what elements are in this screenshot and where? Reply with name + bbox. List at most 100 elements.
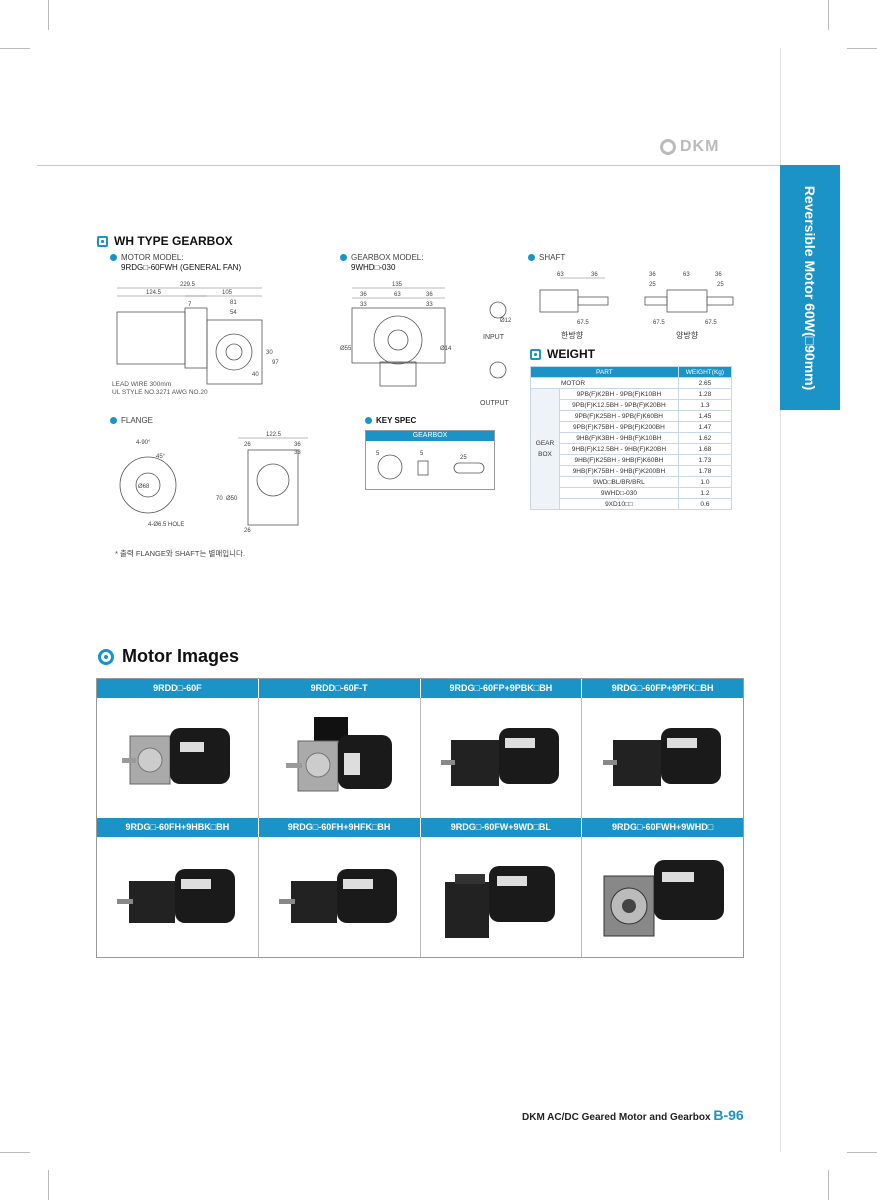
flange-label: FLANGE <box>110 416 153 426</box>
weight-cell: 1.73 <box>677 454 733 466</box>
dim-motor-d7: 40 <box>252 372 259 378</box>
dim-gb-f: Ø55 <box>340 346 352 352</box>
dim-shaft-b: 36 <box>591 272 598 278</box>
motor-images-grid: 9RDD□-60F 9RDD□-60F-T 9RDG□-60FP+9PBK□BH… <box>96 678 744 958</box>
motor-photo <box>602 728 721 786</box>
weight-cell: 1.28 <box>677 388 733 400</box>
dim-shaft-c: 67.5 <box>577 320 589 326</box>
motor-image <box>97 698 259 818</box>
dim-flange-hole: 4-Ø6.5 HOLE <box>148 522 184 528</box>
logo-icon <box>660 139 676 155</box>
lead-wire-line2: UL STYLE NO.3271 AWG NO.20 <box>112 389 208 396</box>
dim-motor-d6: 30 <box>266 350 273 356</box>
crop-mark <box>0 48 30 49</box>
dim-key-c: 25 <box>460 455 467 461</box>
dim-shaft-e: 63 <box>683 272 690 278</box>
footer-text: DKM AC/DC Geared Motor and Gearbox <box>522 1112 711 1123</box>
dim-flange-pcd: Ø68 <box>138 484 150 490</box>
weight-cell: 1.3 <box>677 399 733 411</box>
motor-weight: 2.65 <box>677 377 733 389</box>
crop-mark <box>847 48 877 49</box>
section-icon <box>97 235 108 247</box>
part-cell: 9HB(F)K3BH - 9HB(F)K10BH <box>559 432 679 444</box>
dim-shaft-g: 25 <box>649 282 656 288</box>
crop-mark <box>828 1170 829 1200</box>
dim-motor-d1: 124.5 <box>146 290 162 296</box>
page-footer: DKM AC/DC Geared Motor and Gearbox B-96 <box>522 1107 744 1123</box>
dim-flange-ang1: 4-90° <box>136 440 151 446</box>
gearbox-label-1: GEAR <box>535 440 555 447</box>
dim-gb-e: 33 <box>426 302 433 308</box>
input-label: INPUT <box>483 334 504 341</box>
col-weight: WEIGHT(Kg) <box>677 366 733 378</box>
motor-photo <box>286 717 393 792</box>
lead-wire-note: LEAD WIRE 300mm UL STYLE NO.3271 AWG NO.… <box>112 381 208 397</box>
motor-images-title: Motor Images <box>98 646 239 667</box>
bullet-icon <box>110 417 117 424</box>
motor-image <box>582 698 743 818</box>
lead-wire-line1: LEAD WIRE 300mm <box>112 381 172 388</box>
dim-motor-d4: 54 <box>230 310 237 316</box>
part-cell: 9HB(F)K12.5BH - 9HB(F)K20BH <box>559 443 679 455</box>
dim-shaft-h: 25 <box>717 282 724 288</box>
header-rule <box>37 165 780 166</box>
motor-photo <box>122 728 231 785</box>
dim-motor-d8: 97 <box>272 360 279 366</box>
motor-photo <box>117 869 236 923</box>
weight-cell: 1.0 <box>677 476 733 488</box>
dim-shaft-j: 67.5 <box>705 320 717 326</box>
weight-table: PART WEIGHT(Kg) MOTOR 2.65 GEAR BOX 9PB(F… <box>530 366 733 510</box>
part-cell: 9WHD□-030 <box>559 487 679 499</box>
crop-mark <box>0 1152 30 1153</box>
side-tab: Reversible Motor 60W(□90mm) <box>780 165 840 410</box>
wh-section-title: WH TYPE GEARBOX <box>97 234 233 248</box>
dim-shaft-i: 67.5 <box>653 320 665 326</box>
model-label: 9RDG□-60FWH+9WHD□ <box>582 818 743 837</box>
weight-cell: 1.68 <box>677 443 733 455</box>
model-label: 9RDG□-60FP+9PFK□BH <box>582 679 743 698</box>
shaft-label: SHAFT <box>528 253 565 263</box>
dim-gb-w: 135 <box>392 282 403 288</box>
table-row: MOTOR 2.65 <box>530 377 733 389</box>
brand-logo: DKM <box>660 138 719 156</box>
part-cell: 9PB(F)K12.5BH - 9PB(F)K20BH <box>559 399 679 411</box>
dim-flange-ang2: 45° <box>156 454 166 460</box>
motor-photo <box>440 728 559 786</box>
part-cell: 9WD□BL/BR/BRL <box>559 476 679 488</box>
dim-shaft-k: Ø12 <box>500 318 512 324</box>
shaft-one-side-label: 한방향 <box>561 331 584 340</box>
motor-image <box>420 837 583 957</box>
gearbox-front-drawing: 135 36 63 36 33 33 Ø55 Ø14 <box>340 282 452 387</box>
note-text: * 출력 FLANGE와 SHAFT는 별매입니다. <box>115 549 246 558</box>
model-label: 9RDG□-60FH+9HFK□BH <box>258 818 421 837</box>
part-cell: 9PB(F)K2BH - 9PB(F)K10BH <box>559 388 679 400</box>
section-icon <box>530 348 541 360</box>
motor-image <box>97 837 259 957</box>
weight-cell: 1.62 <box>677 432 733 444</box>
brand-name: DKM <box>680 138 720 155</box>
flange-drawing: 4-90° 45° Ø68 4-Ø6.5 HOLE 122.5 26 36 33… <box>119 432 308 534</box>
dim-key-b: 5 <box>420 451 424 457</box>
gearbox-model-label: GEARBOX MODEL:9WHD□-030 <box>340 253 423 273</box>
grid-header-row: 9RDD□-60F 9RDD□-60F-T 9RDG□-60FP+9PBK□BH… <box>97 679 743 698</box>
bullet-icon <box>365 417 372 424</box>
gearbox-model-value: 9WHD□-030 <box>351 263 396 272</box>
gearbox-label-2: BOX <box>538 451 552 458</box>
keyspec-box: GEARBOX 5 5 25 <box>365 430 495 490</box>
crop-mark <box>48 0 49 30</box>
keyspec-header: GEARBOX <box>366 431 494 441</box>
model-label: 9RDG□-60FP+9PBK□BH <box>420 679 583 698</box>
motor-photo <box>603 859 724 936</box>
dim-motor-total: 229.5 <box>180 282 196 288</box>
grid-image-row <box>97 837 743 957</box>
weight-header-row: PART WEIGHT(Kg) <box>530 366 733 378</box>
dim-flange-b: 36 <box>294 442 301 448</box>
part-cell: 9PB(F)K25BH - 9PB(F)K60BH <box>559 410 679 422</box>
